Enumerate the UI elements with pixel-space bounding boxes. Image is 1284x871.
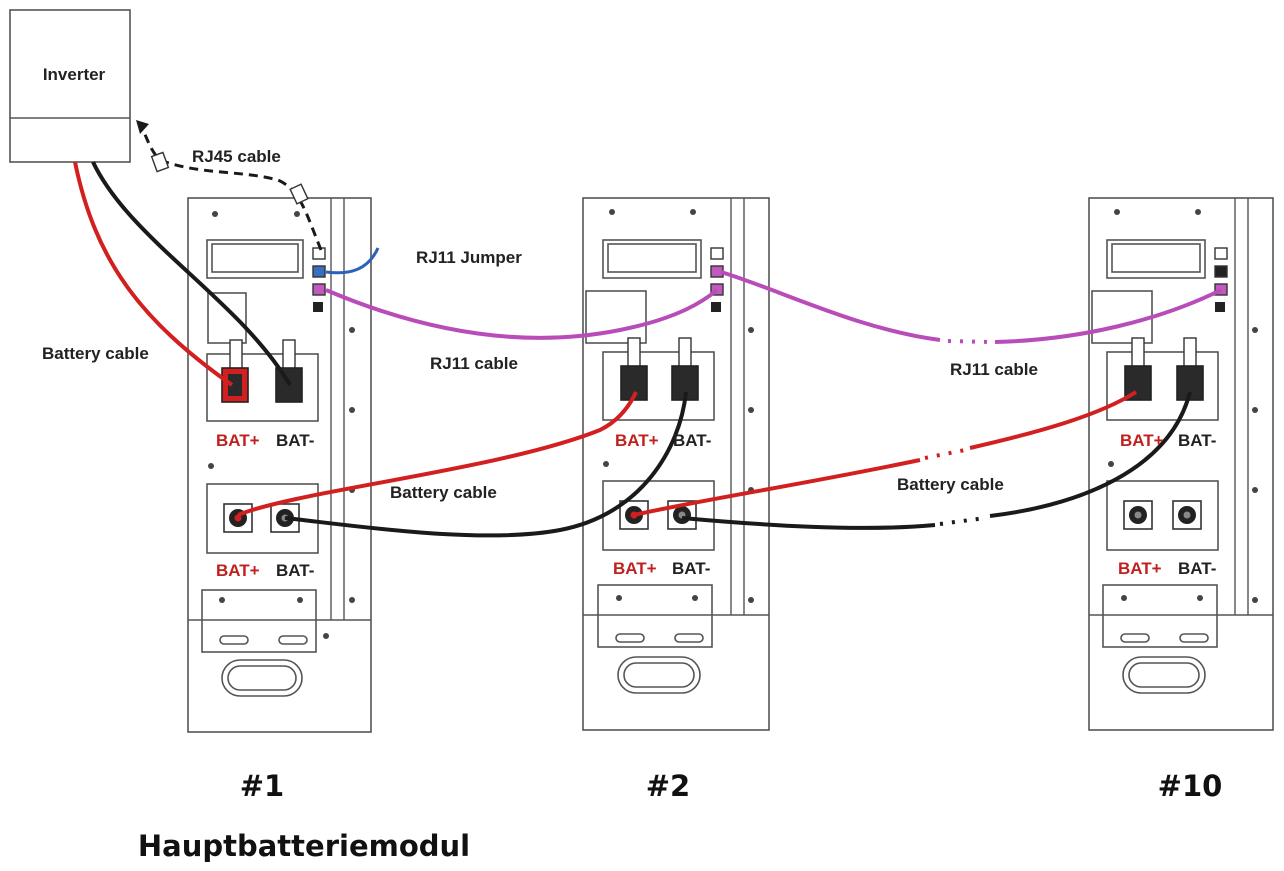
rj11-cable-2-10-gap	[947, 339, 991, 344]
terminal-label-positive: BAT+	[1120, 431, 1164, 450]
battery-cable-1-2-negative	[284, 391, 688, 538]
module-caption-10: #10	[1158, 769, 1223, 803]
rj11-jumper-label: RJ11 Jumper	[416, 248, 522, 267]
inverter-box: Inverter	[9, 9, 131, 163]
rj45-arrowhead	[136, 120, 149, 134]
terminal-label-negative: BAT-	[1178, 431, 1216, 450]
battery-module-10	[1088, 197, 1274, 731]
terminal-label-positive: BAT+	[613, 559, 657, 578]
terminal-label-positive: BAT+	[1118, 559, 1162, 578]
terminal-label-negative: BAT-	[276, 431, 314, 450]
module-caption-2: #2	[646, 769, 690, 803]
terminal-label-negative: BAT-	[673, 431, 711, 450]
rj11-cable-2-10	[720, 270, 941, 342]
battery-cable-1-2-positive	[237, 391, 638, 517]
cables	[73, 120, 1222, 538]
rj11-jumper-cable	[325, 247, 380, 275]
rj11-cable-1-2	[325, 288, 719, 340]
terminal-label-negative: BAT-	[276, 561, 314, 580]
rj11-cable-2-10-end	[994, 288, 1222, 344]
battery-cable-2-10-positive-end	[969, 390, 1138, 450]
inverter-label: Inverter	[43, 65, 106, 84]
battery-cable-label-2: Battery cable	[897, 475, 1004, 494]
main-module-subcaption: Hauptbatteriemodul	[138, 829, 470, 863]
terminal-label-positive: BAT+	[216, 431, 260, 450]
battery-cable-inverter-label: Battery cable	[42, 344, 149, 363]
rj45-cable	[140, 127, 323, 251]
inverter-battery-cable-negative	[91, 161, 292, 387]
battery-cable-2-10-positive-gap	[924, 448, 966, 460]
terminal-label-negative: BAT-	[672, 559, 710, 578]
battery-cable-2-10-negative	[681, 516, 936, 530]
rj11-cable-label-1: RJ11 cable	[430, 354, 518, 373]
module-caption-1: #1	[240, 769, 284, 803]
battery-cable-2-10-positive	[633, 458, 921, 517]
rj11-cable-label-2: RJ11 cable	[950, 360, 1038, 379]
battery-cable-2-10-negative-gap	[939, 516, 986, 526]
battery-cable-2-10-negative-end	[989, 391, 1192, 518]
inverter-battery-cable-positive	[73, 161, 234, 387]
terminal-label-positive: BAT+	[615, 431, 659, 450]
terminal-label-negative: BAT-	[1178, 559, 1216, 578]
rj45-cable-label: RJ45 cable	[192, 147, 281, 166]
battery-cable-label-1: Battery cable	[390, 483, 497, 502]
battery-module-1	[187, 197, 372, 733]
terminal-label-positive: BAT+	[216, 561, 260, 580]
